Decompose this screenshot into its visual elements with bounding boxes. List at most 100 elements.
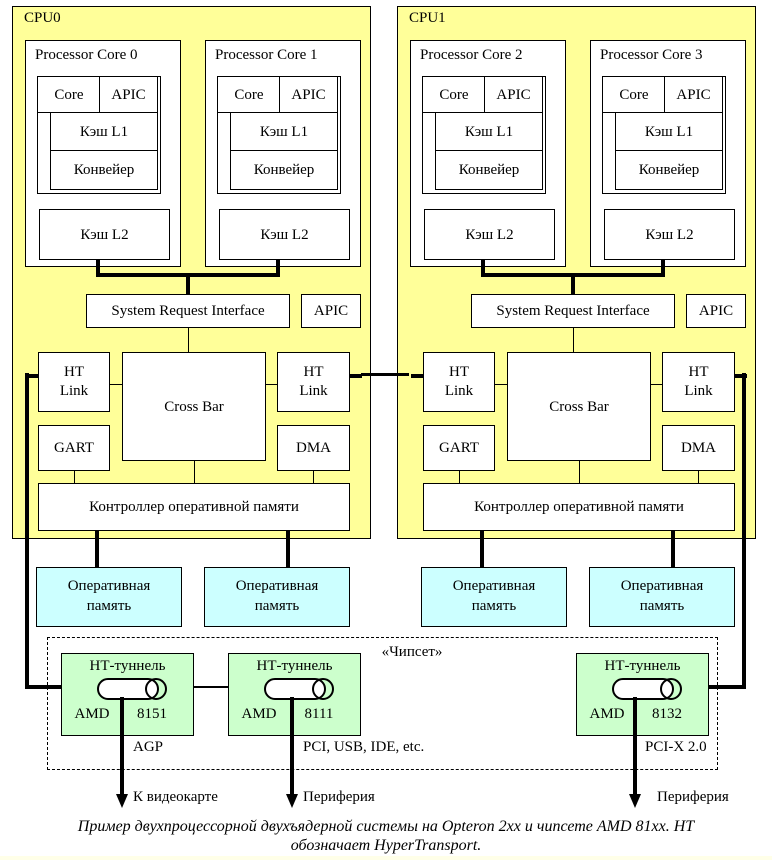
l2-cache-box: Кэш L2 bbox=[219, 209, 350, 260]
memory-bus bbox=[286, 530, 290, 567]
tunnel-chain-link bbox=[164, 686, 265, 688]
ht-tunnel-title: НТ-туннель bbox=[604, 658, 681, 674]
ram-module: Оперативная память bbox=[36, 567, 182, 627]
gart-box: GART bbox=[423, 425, 495, 471]
ram-label: память bbox=[639, 598, 685, 614]
ht-bus-left-drop bbox=[25, 373, 29, 689]
bus-label-agp: AGP bbox=[132, 739, 163, 755]
dma-box: DMA bbox=[662, 425, 735, 471]
cpu0-label: CPU0 bbox=[24, 10, 61, 26]
sri-crossbar-connector bbox=[188, 328, 189, 352]
model-label: 8151 bbox=[137, 706, 167, 722]
output-label-peripherals: Периферия bbox=[303, 789, 375, 805]
core-apic-cell: APIC bbox=[279, 76, 338, 113]
processor-core-2-title: Processor Core 2 bbox=[420, 47, 523, 63]
tunnel-circle-shape bbox=[145, 678, 167, 700]
down-arrow-icon bbox=[286, 794, 298, 808]
ht-link-label: HT bbox=[64, 364, 84, 380]
l2-cache-box: Кэш L2 bbox=[424, 209, 555, 260]
core-complex-box: Core APIC Кэш L1 Конвейер bbox=[422, 76, 546, 194]
l2-cache-box: Кэш L2 bbox=[604, 209, 735, 260]
system-request-interface-box: System Request Interface bbox=[86, 294, 290, 328]
chipset-label: «Чипсет» bbox=[381, 644, 443, 660]
l1-cache-box: Кэш L1 bbox=[435, 112, 543, 151]
ht-tunnel-8132-box: НТ-туннель AMD 8132 bbox=[576, 653, 709, 736]
core-cell: Core bbox=[602, 76, 666, 113]
pipeline-box: Конвейер bbox=[50, 150, 158, 190]
ram-label: память bbox=[86, 598, 132, 614]
ht-link-left-box: HT Link bbox=[423, 352, 495, 412]
dma-memctrl-connector bbox=[698, 471, 699, 483]
caption-line-1: Пример двухпроцессорной двухъядерной сис… bbox=[77, 818, 695, 835]
ht-bus-right-drop bbox=[742, 373, 746, 689]
l2-bus-connector bbox=[96, 259, 100, 277]
tunnel-output-stem bbox=[290, 697, 294, 794]
output-label-video: К видеокарте bbox=[133, 789, 218, 805]
down-arrow-icon bbox=[116, 794, 128, 808]
crossbar-htlink-connector bbox=[266, 384, 277, 385]
crossbar-box: Cross Bar bbox=[122, 352, 266, 461]
model-label: 8111 bbox=[304, 706, 334, 722]
inter-cpu-ht-bus bbox=[361, 373, 409, 376]
processor-core-3-box: Processor Core 3 Core APIC Кэш L1 Конвей… bbox=[590, 40, 746, 267]
ht-tunnel-8111-box: НТ-туннель AMD 8111 bbox=[228, 653, 361, 736]
bus-label-pcix: PCI-X 2.0 bbox=[645, 739, 707, 755]
vendor-label: AMD bbox=[589, 706, 625, 722]
cpu0-box: CPU0 Processor Core 0 Core APIC Кэш L1 К… bbox=[12, 6, 371, 539]
htlink-crossbar-connector bbox=[110, 384, 122, 385]
core-apic-cell: APIC bbox=[484, 76, 543, 113]
crossbar-box: Cross Bar bbox=[507, 352, 651, 461]
gart-box: GART bbox=[38, 425, 110, 471]
l2-bus-connector bbox=[276, 259, 280, 277]
core-cell: Core bbox=[217, 76, 281, 113]
processor-core-1-title: Processor Core 1 bbox=[215, 47, 318, 63]
caption-line-2: обозначает HyperTransport. bbox=[290, 837, 482, 854]
ram-module: Оперативная память bbox=[204, 567, 350, 627]
crossbar-memctrl-connector bbox=[194, 461, 195, 483]
caption: Пример двухпроцессорной двухъядерной сис… bbox=[0, 817, 772, 855]
cpu1-label: CPU1 bbox=[409, 10, 446, 26]
chipset-region bbox=[47, 637, 718, 770]
ht-tunnel-8151-box: НТ-туннель AMD 8151 bbox=[61, 653, 194, 736]
memory-controller-box: Контроллер оперативной памяти bbox=[38, 483, 350, 531]
vendor-label: AMD bbox=[241, 706, 277, 722]
core-complex-box: Core APIC Кэш L1 Конвейер bbox=[37, 76, 161, 194]
sri-bus-connector bbox=[186, 273, 190, 295]
tunnel-circle-shape bbox=[312, 678, 334, 700]
cpu-apic-box: APIC bbox=[301, 294, 361, 328]
ht-link-label: HT bbox=[303, 364, 324, 380]
processor-core-3-title: Processor Core 3 bbox=[600, 47, 703, 63]
ht-tunnel-title: НТ-туннель bbox=[89, 658, 166, 674]
ht-link-left-box: HT Link bbox=[38, 352, 110, 412]
ht-tunnel-title: НТ-туннель bbox=[256, 658, 333, 674]
down-arrow-icon bbox=[629, 794, 641, 808]
pipeline-box: Конвейер bbox=[435, 150, 543, 190]
processor-core-1-box: Processor Core 1 Core APIC Кэш L1 Конвей… bbox=[205, 40, 361, 267]
ht-link-nub bbox=[411, 374, 423, 378]
ht-link-label: HT bbox=[688, 364, 709, 380]
sri-bus-connector bbox=[571, 273, 575, 295]
ram-label: Оперативная bbox=[67, 578, 151, 594]
tunnel-output-stem bbox=[633, 697, 637, 794]
core-complex-box: Core APIC Кэш L1 Конвейер bbox=[602, 76, 726, 194]
vendor-label: AMD bbox=[74, 706, 110, 722]
ht-link-nub bbox=[735, 374, 747, 378]
ht-link-right-box: HT Link bbox=[662, 352, 735, 412]
ht-link-label: Link bbox=[444, 383, 474, 399]
ht-link-label: Link bbox=[59, 383, 89, 399]
ram-label: Оперативная bbox=[235, 578, 319, 594]
memory-controller-box: Контроллер оперативной памяти bbox=[423, 483, 735, 531]
bottom-strip bbox=[0, 856, 772, 860]
core-complex-box: Core APIC Кэш L1 Конвейер bbox=[217, 76, 341, 194]
l1-cache-box: Кэш L1 bbox=[50, 112, 158, 151]
ram-module: Оперативная память bbox=[589, 567, 735, 627]
pipeline-box: Конвейер bbox=[615, 150, 723, 190]
ht-bus-right-elbow bbox=[679, 685, 746, 689]
cpu1-box: CPU1 Processor Core 2 Core APIC Кэш L1 К… bbox=[397, 6, 756, 539]
pipeline-box: Конвейер bbox=[230, 150, 338, 190]
ht-link-label: Link bbox=[299, 383, 328, 399]
l1-cache-box: Кэш L1 bbox=[615, 112, 723, 151]
core-apic-cell: APIC bbox=[664, 76, 723, 113]
ram-label: Оперативная bbox=[452, 578, 536, 594]
